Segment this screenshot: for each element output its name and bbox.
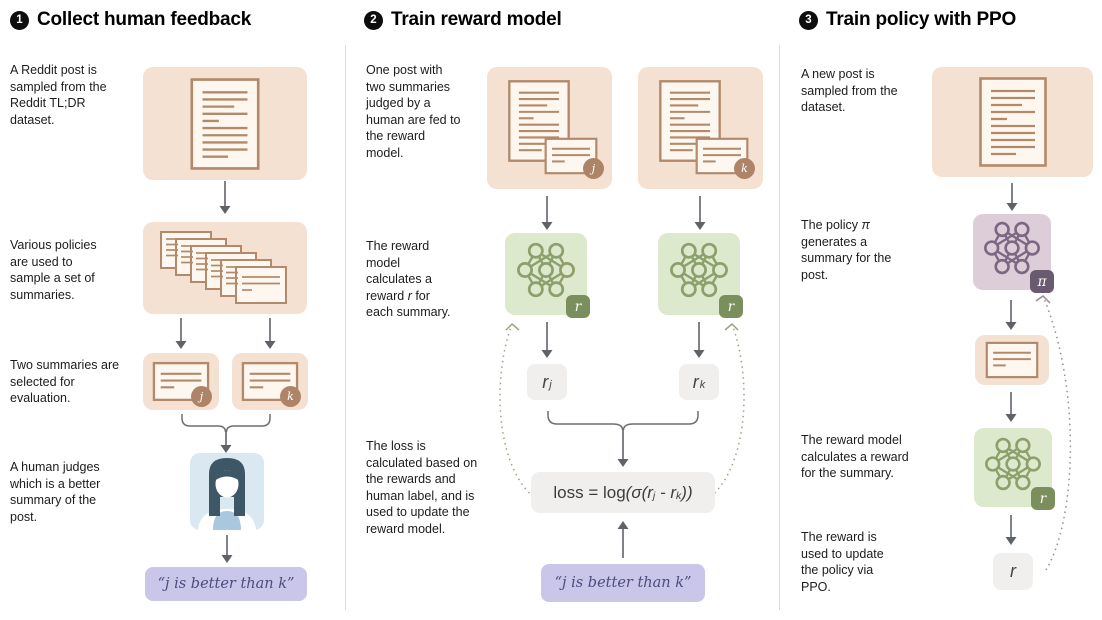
neural-network-icon xyxy=(985,437,1041,491)
reward-j-base: r xyxy=(542,371,549,392)
formula-sub-j: j xyxy=(652,489,656,502)
formula-part: )) xyxy=(681,482,693,502)
step2-header: 2 Train reward model xyxy=(364,9,562,31)
formula-sub-k: k xyxy=(676,489,682,502)
arrow-down-icon xyxy=(175,318,187,349)
reward-j-sub: j xyxy=(549,379,552,391)
arrow-down-icon xyxy=(541,322,553,358)
step1-number-badge: 1 xyxy=(10,10,29,30)
neural-network-icon xyxy=(984,221,1040,275)
arrow-down-icon xyxy=(1005,300,1017,330)
column-divider-1 xyxy=(345,45,346,610)
reward-badge: r xyxy=(719,295,743,318)
reward-variable: r xyxy=(407,288,412,303)
caption-part: generates a summary for the post. xyxy=(801,234,892,282)
reward-model-k-box: r xyxy=(658,233,743,318)
step3-number-badge: 3 xyxy=(799,10,818,30)
caption-human-judges: A human judges which is a better summary… xyxy=(10,460,101,524)
caption-policies-sample: Various policies are used to sample a se… xyxy=(10,238,97,302)
caption-two-summaries: Two summaries are selected for evaluatio… xyxy=(10,358,120,405)
arrow-down-icon xyxy=(219,181,231,214)
reward-badge: r xyxy=(566,295,590,318)
post-box xyxy=(143,67,307,180)
reward-k-sub: k xyxy=(699,379,706,391)
summaries-stack-icon xyxy=(160,231,287,304)
arrow-down-icon xyxy=(1005,392,1017,422)
summary-j-badge: j xyxy=(583,158,604,179)
summary-k-badge: k xyxy=(734,158,755,179)
formula-part: (σ(r xyxy=(625,482,653,502)
human-label-quote: “j is better than k” xyxy=(541,564,705,602)
caption-reward-for-summary: The reward model calculates a reward for… xyxy=(801,433,909,480)
arrow-down-icon xyxy=(1005,515,1017,545)
caption-loss: The loss is calculated based on the rewa… xyxy=(366,439,478,536)
post-summary-k-box: k xyxy=(638,67,763,189)
arrow-down-icon xyxy=(541,196,553,230)
column-divider-2 xyxy=(779,45,780,610)
arrow-down-icon xyxy=(693,322,705,358)
arrow-down-icon xyxy=(221,535,233,563)
dashed-feedback-arrow xyxy=(1035,295,1072,571)
document-icon xyxy=(190,77,260,170)
policy-variable: π xyxy=(861,218,870,232)
reward-k-base: r xyxy=(692,371,699,392)
new-post-box xyxy=(932,67,1093,177)
step2-number-badge: 2 xyxy=(364,10,383,30)
generated-summary-box xyxy=(975,335,1049,385)
brace-merge-icon xyxy=(547,411,699,467)
reward-model-box: r xyxy=(974,428,1055,510)
formula-part: - r xyxy=(655,482,677,502)
step3-header: 3 Train policy with PPO xyxy=(799,9,1016,31)
dashed-feedback-arrow xyxy=(705,322,745,501)
document-icon xyxy=(978,77,1047,167)
arrow-down-icon xyxy=(264,318,276,349)
summary-k-box: k xyxy=(232,353,308,410)
step2-title: Train reward model xyxy=(391,9,562,30)
neural-network-icon xyxy=(670,242,728,298)
caption-post-two-summaries: One post with two summaries judged by a … xyxy=(366,63,461,160)
policy-badge: π xyxy=(1030,270,1054,293)
caption-reddit-post: A Reddit post is sampled from the Reddit… xyxy=(10,63,107,127)
human-box xyxy=(190,453,264,530)
caption-policy-generates: The policy π generates a summary for the… xyxy=(801,217,906,283)
step3-title: Train policy with PPO xyxy=(826,9,1017,30)
summary-k-badge: k xyxy=(280,386,301,407)
step1-header: 1 Collect human feedback xyxy=(10,9,251,31)
step1-title: Collect human feedback xyxy=(37,9,252,30)
caption-part: for each summary. xyxy=(366,288,451,320)
post-summary-j-box: j xyxy=(487,67,612,189)
caption-reward-model: The reward model calculates a reward r f… xyxy=(366,238,458,321)
human-icon xyxy=(198,458,256,530)
arrow-down-icon xyxy=(1006,183,1018,211)
caption-new-post: A new post is sampled from the dataset. xyxy=(801,67,898,114)
human-label-quote: “j is better than k” xyxy=(145,567,307,601)
neural-network-icon xyxy=(517,242,575,298)
summary-card-icon xyxy=(985,341,1039,379)
dashed-feedback-arrow xyxy=(499,322,539,501)
reward-badge: r xyxy=(1031,487,1055,510)
caption-part: The reward model calculates a reward xyxy=(366,239,433,303)
caption-part: The policy xyxy=(801,218,862,232)
caption-ppo-update: The reward is used to update the policy … xyxy=(801,530,884,594)
reward-model-j-box: r xyxy=(505,233,590,318)
summaries-stack-box xyxy=(143,222,307,314)
reward-value: r xyxy=(993,553,1033,590)
summary-j-badge: j xyxy=(191,386,212,407)
arrow-down-icon xyxy=(694,196,706,230)
brace-merge-icon xyxy=(181,414,271,453)
policy-box: π xyxy=(973,214,1054,293)
arrow-up-icon xyxy=(617,521,629,558)
formula-part: loss = log xyxy=(553,482,626,502)
summary-j-box: j xyxy=(143,353,219,410)
